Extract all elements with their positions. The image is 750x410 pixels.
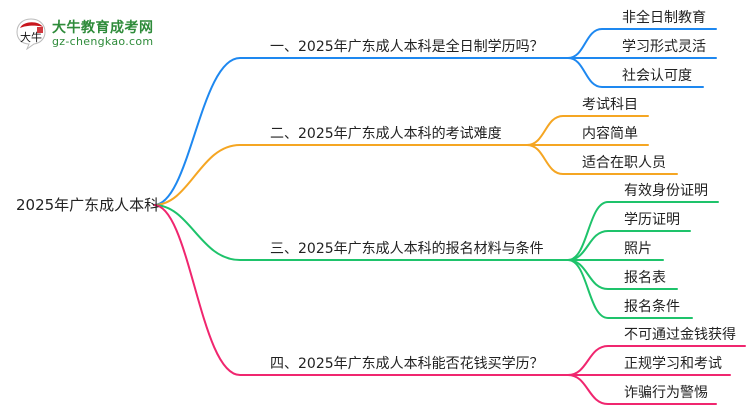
logo-url: gz-chengkao.com: [52, 35, 154, 48]
root-node: 2025年广东成人本科: [16, 196, 160, 214]
branch-node-3: 三、2025年广东成人本科的报名材料与条件: [270, 241, 544, 257]
logo-badge-icon: 大牛: [16, 18, 46, 50]
leaf-node: 照片: [624, 241, 652, 257]
leaf-node: 适合在职人员: [582, 155, 666, 171]
branch-node-4: 四、2025年广东成人本科能否花钱买学历？: [270, 356, 544, 372]
site-logo: 大牛 大牛教育成考网 gz-chengkao.com: [14, 14, 164, 54]
leaf-node: 正规学习和考试: [624, 356, 722, 372]
leaf-node: 内容简单: [582, 126, 638, 142]
logo-title: 大牛教育成考网: [52, 20, 154, 36]
leaf-node: 考试科目: [582, 97, 638, 113]
branch-node-1: 一、2025年广东成人本科是全日制学历吗？: [270, 39, 544, 55]
leaf-node: 报名条件: [624, 299, 680, 315]
connector-branch-4: [153, 204, 569, 376]
leaf-node: 非全日制教育: [622, 10, 706, 26]
leaf-node: 不可通过金钱获得: [624, 327, 736, 343]
connector-branch-1: [153, 57, 569, 206]
leaf-node: 诈骗行为警惕: [624, 385, 708, 401]
svg-text:大牛: 大牛: [20, 30, 42, 44]
leaf-node: 有效身份证明: [624, 183, 708, 199]
connector-branch-3: [153, 204, 569, 261]
leaf-node: 学历证明: [624, 212, 680, 228]
leaf-node: 报名表: [624, 270, 666, 286]
leaf-node: 学习形式灵活: [622, 39, 706, 55]
connector-branch-2: [153, 144, 528, 206]
leaf-node: 社会认可度: [622, 68, 692, 84]
branch-node-2: 二、2025年广东成人本科的考试难度: [270, 126, 502, 142]
